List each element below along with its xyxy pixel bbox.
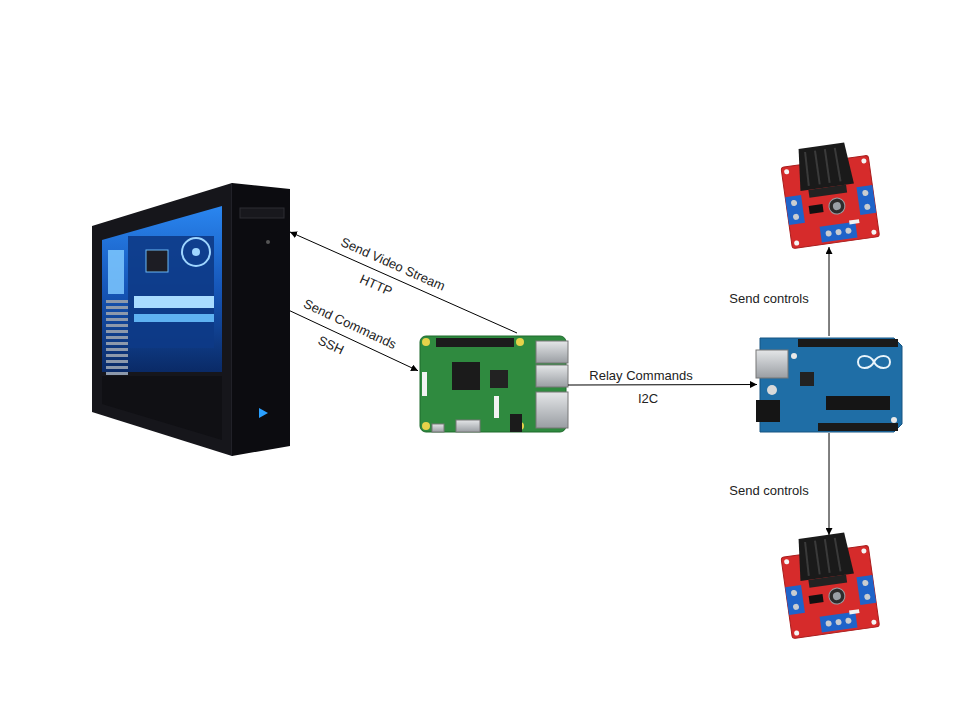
arduino-uno-board-part [798,339,898,347]
raspberry-pi-board-part [422,338,430,346]
raspberry-pi-board-part [510,414,522,432]
arduino-uno-board-part [800,372,814,386]
edge-label: Relay Commands [589,368,692,383]
raspberry-pi-board-part [452,362,480,390]
arduino-uno-board-part [756,350,788,378]
arduino-uno-board-part [791,353,797,359]
device-node [757,336,904,433]
motor-driver-board-part [779,139,880,248]
raspberry-pi-board-part [422,372,427,396]
raspberry-pi-board-part [516,338,524,346]
pc-tower-part [259,408,268,418]
device-node [780,145,880,247]
pc-tower-part [134,314,214,322]
device-node [780,535,880,637]
arduino-uno-board-part [767,385,777,395]
arrow-connector [829,247,830,336]
arrow-connector [829,433,830,535]
pc-tower-part [128,236,214,348]
protocol-label: I2C [638,391,658,406]
protocol-label: SSH [316,333,347,358]
pc-tower-part [102,376,222,440]
arduino-uno-board-part [858,356,890,368]
raspberry-pi-board-part [456,420,480,432]
raspberry-pi-board-part [536,341,568,363]
pc-tower-part [232,183,290,456]
pc-tower-part [134,296,214,308]
raspberry-pi-board-part [494,396,499,418]
pc-tower-part [92,183,232,456]
pc-tower-part [192,248,200,256]
protocol-label: HTTP [357,271,394,299]
pc-tower-part [182,238,210,266]
device-node [418,333,568,435]
pc-tower-part [146,250,168,272]
motor-driver-board-part [779,529,880,638]
pc-tower-part [108,250,124,294]
motor-driver-board [779,529,880,638]
edge-label: Send controls [729,483,809,498]
arrow-connector [568,384,757,386]
arduino-uno-board-part [891,417,897,423]
pc-tower-part [240,208,284,218]
edge-label: Send controls [729,291,809,306]
raspberry-pi-board-part [422,422,430,430]
raspberry-pi-board-part [536,365,568,387]
arduino-uno-board [756,338,902,432]
pc-tower [92,183,290,456]
device-node [90,183,290,455]
pc-tower-part [266,240,270,244]
arduino-uno-board-part [818,423,898,431]
motor-driver-board [779,139,880,248]
raspberry-pi-board-part [432,424,444,432]
arduino-uno-board-part [826,396,890,410]
raspberry-pi-board-part [536,392,568,428]
raspberry-pi-board-part [436,338,514,347]
raspberry-pi-board [420,336,568,432]
arduino-uno-board-part [756,400,780,422]
raspberry-pi-board-part [490,370,508,388]
